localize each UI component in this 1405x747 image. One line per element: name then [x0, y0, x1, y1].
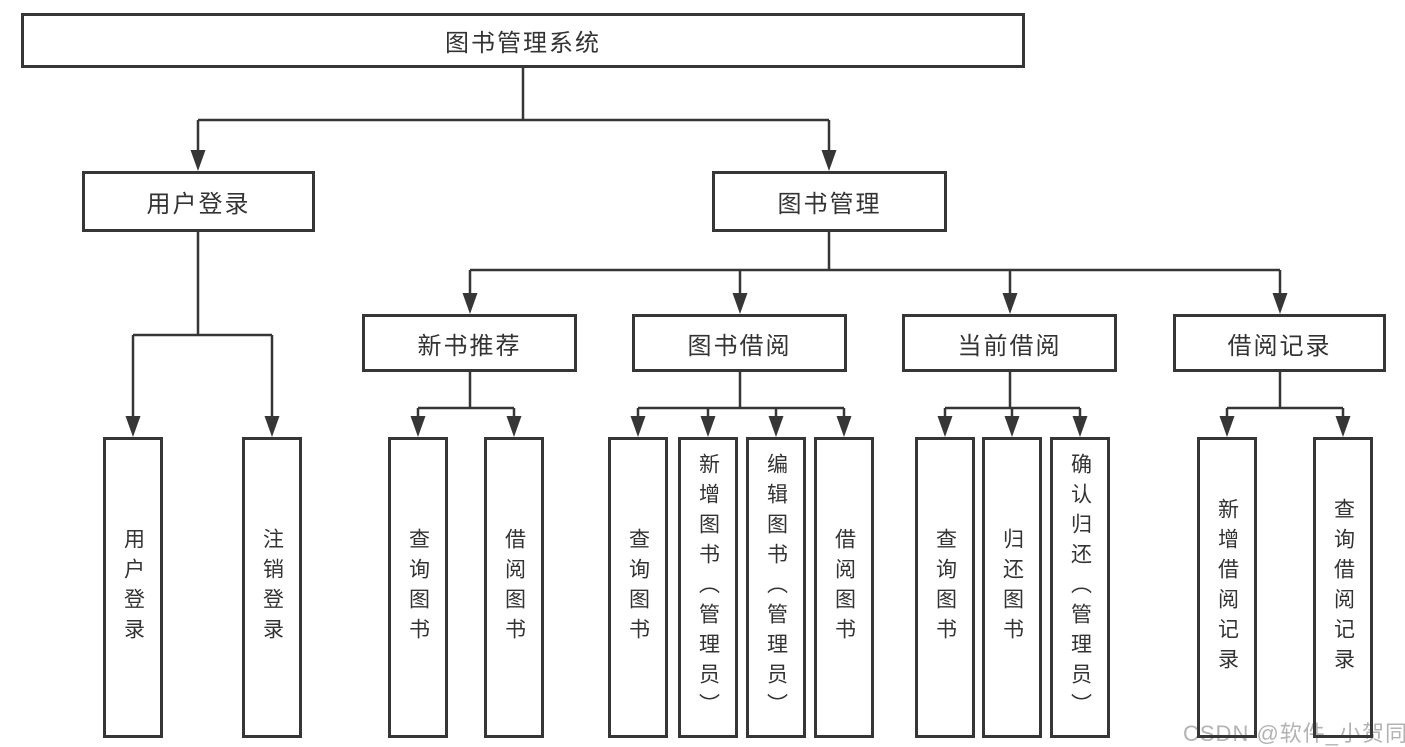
leaf-borrow-books-borrowing: 借阅图书	[814, 437, 874, 738]
leaf-query-books-borrowing-label: 查询图书	[626, 527, 650, 648]
node-user-login: 用户登录	[82, 171, 315, 232]
leaf-confirm-return-admin: 确认归还（管理员）	[1050, 437, 1110, 738]
watermark: CSDN @软件_小贺同学	[1183, 721, 1405, 746]
leaf-return-books: 归还图书	[982, 437, 1042, 738]
node-current-borrowing: 当前借阅	[902, 314, 1117, 372]
leaf-add-borrow-record-label: 新增借阅记录	[1215, 497, 1239, 678]
leaf-user-login-label: 用户登录	[121, 527, 145, 648]
leaf-borrow-books-recommend: 借阅图书	[484, 437, 544, 738]
leaf-logout-label: 注销登录	[260, 527, 284, 648]
node-book-management: 图书管理	[712, 171, 947, 232]
leaf-add-books-admin-label: 新增图书（管理员）	[696, 452, 720, 723]
leaf-query-borrow-record-label: 查询借阅记录	[1331, 497, 1355, 678]
leaf-edit-books-admin-label: 编辑图书（管理员）	[764, 452, 788, 723]
connector-paths	[131, 68, 1345, 420]
leaf-user-login: 用户登录	[103, 437, 163, 738]
node-book-borrowing: 图书借阅	[632, 314, 847, 372]
arrow-heads	[125, 150, 1351, 437]
leaf-query-books-current: 查询图书	[915, 437, 975, 738]
leaf-add-borrow-record: 新增借阅记录	[1197, 437, 1257, 738]
leaf-query-books-recommend: 查询图书	[388, 437, 448, 738]
leaf-edit-books-admin: 编辑图书（管理员）	[746, 437, 806, 738]
leaf-borrow-books-recommend-label: 借阅图书	[502, 527, 526, 648]
leaf-query-books-recommend-label: 查询图书	[406, 527, 430, 648]
node-borrowing-records: 借阅记录	[1173, 314, 1386, 372]
leaf-query-books-borrowing: 查询图书	[608, 437, 668, 738]
leaf-add-books-admin: 新增图书（管理员）	[678, 437, 738, 738]
leaf-confirm-return-admin-label: 确认归还（管理员）	[1068, 452, 1092, 723]
leaf-return-books-label: 归还图书	[1000, 527, 1024, 648]
leaf-borrow-books-borrowing-label: 借阅图书	[832, 527, 856, 648]
leaf-logout: 注销登录	[242, 437, 302, 738]
node-root: 图书管理系统	[21, 13, 1025, 68]
node-new-book-recommend: 新书推荐	[362, 314, 577, 372]
leaf-query-books-current-label: 查询图书	[933, 527, 957, 648]
leaf-query-borrow-record: 查询借阅记录	[1313, 437, 1373, 738]
